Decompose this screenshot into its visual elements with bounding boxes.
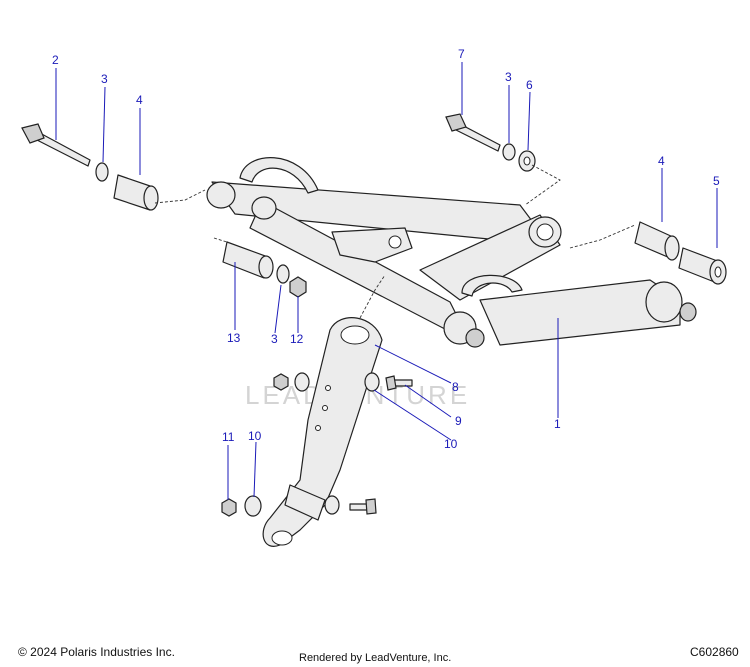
copyright-text: © 2024 Polaris Industries Inc. bbox=[18, 645, 175, 659]
callout-10-lower: 10 bbox=[248, 429, 262, 443]
axis-right-upper bbox=[524, 164, 561, 206]
axis-link bbox=[359, 274, 386, 319]
a-arm bbox=[206, 157, 697, 348]
callout-3-right: 3 bbox=[505, 70, 512, 84]
callout-8: 8 bbox=[452, 380, 459, 394]
axis-right-lower bbox=[569, 224, 636, 249]
callout-7: 7 bbox=[458, 47, 465, 61]
axis-center bbox=[213, 237, 231, 244]
callout-6: 6 bbox=[526, 78, 533, 92]
nut-upper bbox=[273, 373, 289, 391]
washer-6-hole bbox=[523, 156, 531, 166]
callout-3-center: 3 bbox=[271, 332, 278, 346]
washer-3-right bbox=[502, 143, 516, 161]
washer-3-left bbox=[95, 162, 109, 182]
diagram-id: C602860 bbox=[690, 645, 739, 659]
callout-5: 5 bbox=[713, 174, 720, 188]
spacer-4-right bbox=[634, 221, 680, 261]
callout-13: 13 bbox=[227, 331, 241, 345]
spacer-4-left bbox=[113, 174, 159, 211]
callout-12: 12 bbox=[290, 332, 304, 346]
washer-10-lower bbox=[244, 495, 262, 517]
washer-3-center bbox=[276, 264, 290, 284]
callout-9: 9 bbox=[455, 414, 462, 428]
nut-12 bbox=[289, 276, 307, 298]
bolt-lower bbox=[349, 498, 377, 515]
rendered-by-text: Rendered by LeadVenture, Inc. bbox=[299, 652, 452, 664]
bolt-2 bbox=[21, 123, 91, 167]
callout-11: 11 bbox=[222, 430, 235, 444]
axis-left bbox=[154, 189, 206, 204]
bushing-5 bbox=[678, 247, 727, 285]
link-bracket-8 bbox=[262, 317, 383, 547]
callout-3-left: 3 bbox=[101, 72, 108, 86]
washer-lower-right bbox=[324, 495, 340, 515]
callout-1: 1 bbox=[554, 417, 561, 431]
callout-10-upper: 10 bbox=[444, 437, 458, 451]
callout-4-left: 4 bbox=[136, 93, 143, 107]
bolt-7 bbox=[445, 113, 501, 152]
nut-11 bbox=[221, 498, 237, 517]
callout-2: 2 bbox=[52, 53, 59, 67]
washer-10-upper-left bbox=[294, 372, 310, 392]
bolt-9 bbox=[385, 375, 413, 391]
bushing-13 bbox=[222, 241, 274, 279]
callout-4-right: 4 bbox=[658, 154, 665, 168]
washer-10-upper bbox=[364, 372, 380, 392]
